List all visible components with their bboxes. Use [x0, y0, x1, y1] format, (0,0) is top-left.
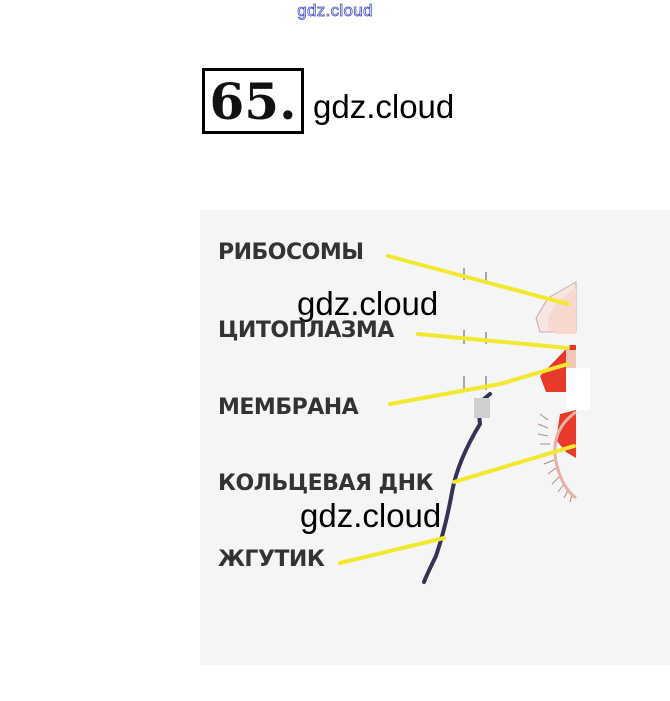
- flagellum-shape: [424, 394, 490, 582]
- label-flagellum: ЖГУТИК: [218, 549, 324, 571]
- label-cytoplasm: ЦИТОПЛАЗМА: [218, 320, 394, 342]
- watermark-diagram-upper: gdz.cloud: [297, 287, 438, 320]
- flagellum-highlight: [474, 398, 490, 418]
- cell-body: [536, 282, 590, 502]
- watermark-diagram-lower: gdz.cloud: [300, 499, 441, 532]
- label-ring-dna: КОЛЬЦЕВАЯ ДНК: [218, 473, 433, 495]
- leader-line-cytoplasm: [418, 334, 568, 348]
- cell-gap: [566, 368, 590, 410]
- tick-marks: [464, 268, 486, 390]
- label-ribosomes: РИБОСОМЫ: [218, 242, 364, 264]
- label-membrane: МЕМБРАНА: [218, 397, 358, 419]
- leader-line-flagellum: [340, 538, 444, 563]
